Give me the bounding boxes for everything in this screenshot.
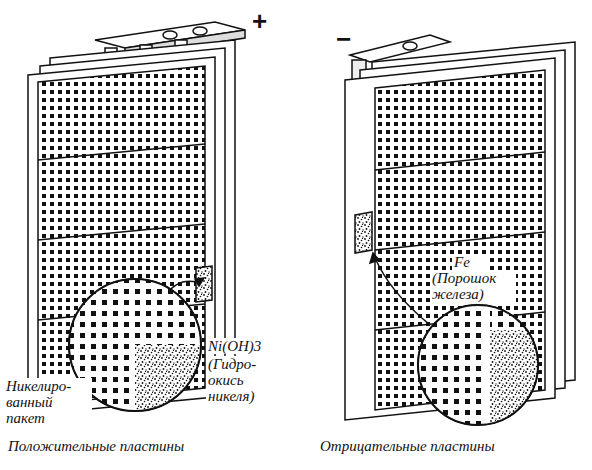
material-label: Ni(OH)3 — [206, 338, 280, 354]
part-label: Никелиро- ванный пакет — [4, 378, 92, 426]
pointer-arrow — [375, 258, 430, 325]
material-label: (Гидро- окись никеля) — [206, 356, 282, 404]
arrowhead — [195, 278, 204, 286]
material-label: Fe — [452, 254, 486, 270]
bolt-hole — [403, 42, 417, 50]
pocket-seam — [375, 152, 545, 170]
pocket-seam — [38, 224, 205, 240]
caption-label: Положительные пластины — [6, 438, 250, 454]
bolt-hole — [163, 31, 177, 39]
pocket-seam — [38, 144, 205, 160]
material-label: (Порошок железа) — [430, 270, 516, 302]
active-mass-cutout — [196, 266, 212, 302]
pocket-seam — [375, 232, 545, 250]
polarity-sign: − — [334, 26, 362, 52]
active-mass-cutout — [355, 212, 372, 253]
caption-label: Отрицательные пластины — [318, 438, 562, 454]
arrowhead — [370, 253, 379, 263]
bolt-hole — [193, 27, 207, 35]
polarity-sign: + — [250, 8, 278, 34]
